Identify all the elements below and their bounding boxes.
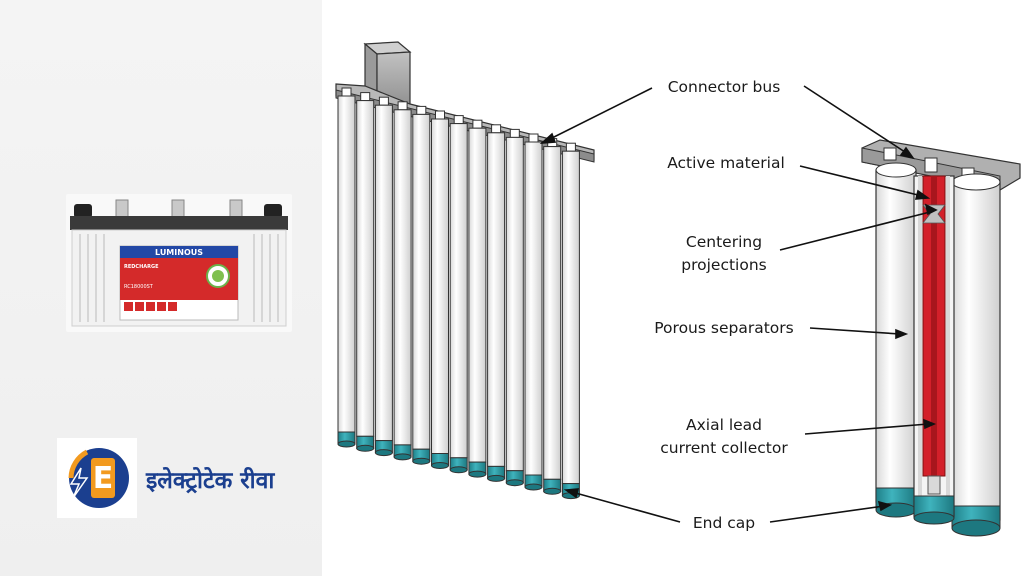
label-end-cap: End cap: [693, 514, 755, 532]
battery-photo: LUMINOUS REDCHARGE RC18000ST: [66, 194, 292, 332]
plate-tube: [487, 124, 506, 482]
battery-brand: LUMINOUS: [155, 248, 203, 257]
battery-series: REDCHARGE: [124, 264, 159, 270]
plate-tube: [524, 133, 543, 491]
label-centering-line1: Centering: [686, 233, 762, 251]
plate-tube: [393, 101, 412, 461]
plate-tube: [431, 110, 449, 469]
brand-logo-icon: E: [57, 438, 137, 518]
label-porous-separators: Porous separators: [654, 319, 793, 337]
tubular-plate-diagram: Connector bus Active material Centering …: [322, 0, 1024, 576]
plate-tube: [412, 105, 431, 465]
brand-name: इलेक्ट्रोटेक रीवा: [146, 468, 275, 494]
plate-tube: [356, 92, 375, 452]
left-panel: LUMINOUS REDCHARGE RC18000ST: [0, 0, 322, 576]
plate-tube: [374, 96, 393, 457]
plate-tube: [468, 119, 487, 478]
leader-lines: [539, 85, 938, 523]
label-axial-line2: current collector: [660, 439, 788, 457]
plate-tube: [449, 115, 468, 474]
label-centering-line2: projections: [681, 256, 767, 274]
label-active-material: Active material: [667, 154, 785, 172]
cross-section: [861, 139, 1021, 537]
battery-model: RC18000ST: [124, 284, 154, 290]
label-axial-line1: Axial lead: [686, 416, 762, 434]
plate-tube: [505, 128, 524, 487]
plate-tube: [337, 87, 356, 448]
logo-letter: E: [93, 461, 114, 496]
label-connector-bus: Connector bus: [668, 78, 781, 96]
plate-tube: [561, 142, 580, 500]
plate-tube: [543, 138, 562, 495]
